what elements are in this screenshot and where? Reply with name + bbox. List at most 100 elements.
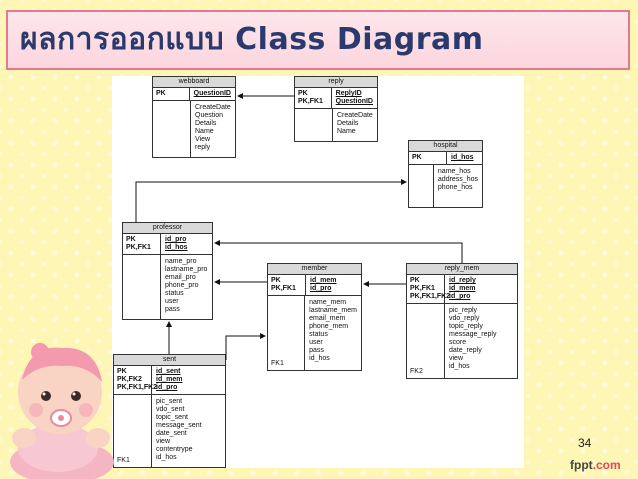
attribute: topic_reply (449, 323, 483, 330)
key-fields: QuestionID (190, 88, 235, 100)
attribute: message_reply (449, 331, 497, 338)
key-types: PK (153, 88, 190, 100)
attribute: status (309, 331, 328, 338)
attribute-key-column (123, 255, 161, 319)
brand-main: fppt (570, 458, 593, 472)
attribute: message_sent (156, 422, 202, 429)
attribute-key-column: FK1 (114, 395, 152, 467)
attribute-key-column: FK2 (407, 304, 445, 378)
brand-logo: fppt.com (570, 458, 621, 472)
attribute: topic_sent (156, 414, 188, 421)
table-name: reply (295, 77, 377, 88)
attribute: Name (195, 128, 214, 135)
attribute-key-column (295, 109, 333, 141)
attribute: phone_pro (165, 282, 199, 289)
key-type: PK (117, 368, 127, 375)
attribute: id_hos (449, 363, 470, 370)
attribute: name_hos (437, 168, 471, 175)
attribute: email_mem (309, 315, 346, 322)
page-number: 34 (578, 436, 592, 450)
attribute: date_sent (156, 430, 187, 437)
attribute: view (156, 438, 171, 445)
key-type: PK (298, 90, 308, 97)
attribute: address_hos (437, 176, 478, 183)
attribute: name_mem (309, 299, 347, 306)
key-types: PK (409, 152, 447, 164)
attribute: view (449, 355, 464, 362)
key-field: id_hos (165, 244, 188, 251)
fk-label: FK2 (410, 368, 423, 375)
table-name: hospital (409, 141, 482, 152)
attribute: pass (309, 347, 324, 354)
attribute: CreateDate (337, 112, 373, 119)
attribute: pic_sent (156, 398, 183, 405)
attribute: Name (337, 128, 356, 135)
attribute: CreateDate (195, 104, 231, 111)
slide-title: ผลการออกแบบ Class Diagram (20, 22, 484, 57)
attribute: Question (195, 112, 224, 119)
attribute: user (309, 339, 323, 346)
attribute: date_reply (449, 347, 482, 354)
key-field: id_pro (156, 384, 178, 391)
attribute: pic_reply (449, 307, 478, 314)
fk-label: FK1 (271, 360, 284, 367)
key-type: PK,FK1 (410, 285, 435, 292)
attribute: user (165, 298, 179, 305)
key-type: PK,FK1,FK2 (117, 384, 158, 391)
key-section: PK QuestionID (153, 88, 235, 101)
attribute: vdo_sent (156, 406, 185, 413)
key-type: PK,FK1 (298, 98, 323, 105)
key-type: PK (410, 277, 420, 284)
key-type: PK (126, 236, 136, 243)
key-type: PK,FK1,FK2 (410, 293, 451, 300)
attribute: pass (165, 306, 180, 313)
key-field: id_mem (156, 376, 183, 383)
key-field: id_sent (156, 368, 181, 375)
table-name: member (268, 264, 361, 275)
table-name: professor (123, 223, 212, 234)
fk-label: FK1 (117, 457, 130, 464)
key-type: PK,FK1 (271, 285, 296, 292)
key-type: PK (412, 154, 422, 161)
brand-suffix: .com (592, 458, 621, 472)
attribute: lastname_mem (309, 307, 357, 314)
attribute-key-column (153, 101, 191, 157)
attribute: Details (195, 120, 217, 127)
key-field: id_reply (449, 277, 476, 284)
attribute: status (165, 290, 184, 297)
attribute: phone_hos (437, 184, 473, 191)
attribute: name_pro (165, 258, 197, 265)
attribute: contentrype (156, 446, 193, 453)
attribute: lastname_pro (165, 266, 208, 273)
key-field: id_hos (451, 154, 474, 161)
attribute: id_hos (156, 454, 177, 461)
key-type: PK (156, 90, 166, 97)
key-section: PK id_hos (409, 152, 482, 165)
